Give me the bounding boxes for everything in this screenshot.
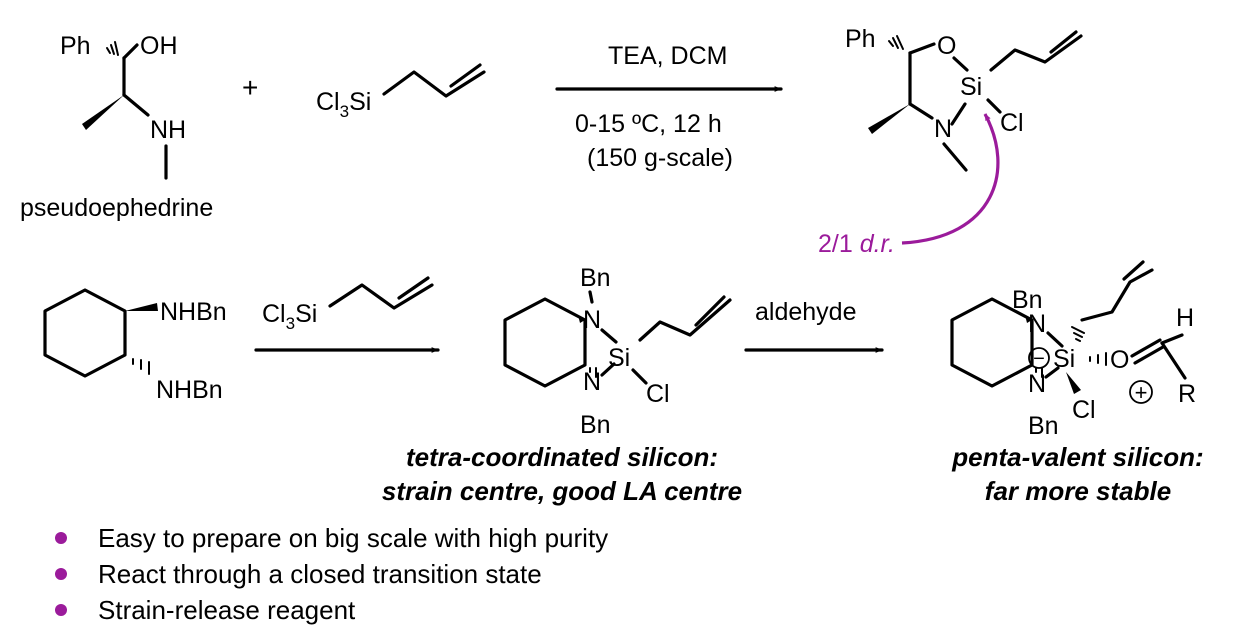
chlorine-label: Cl <box>1000 109 1024 137</box>
hydroxyl-label: OH <box>140 32 178 60</box>
chlorine-label: Cl <box>1072 396 1096 424</box>
r-group-label: R <box>1178 380 1196 408</box>
wedge-bond <box>82 95 124 130</box>
hash-wedge-bond <box>1035 367 1043 378</box>
nitrogen-top-label: N <box>583 306 601 334</box>
hash-wedge-bond <box>106 41 119 56</box>
nitrogen-top-label: N <box>1028 310 1046 338</box>
conditions-scale: (150 g-scale) <box>587 144 733 172</box>
list-item: Easy to prepare on big scale with high p… <box>52 520 608 556</box>
nitrogen-bottom-label: N <box>583 368 601 396</box>
diamine-structure: NHBn NHBn <box>43 288 227 404</box>
hash-wedge-bond <box>1071 326 1085 342</box>
allyltrichlorosilane-mid: Cl3Si <box>262 276 434 333</box>
list-item: React through a closed transition state <box>52 556 608 592</box>
trichlorosilyl-label: Cl3Si <box>316 88 371 121</box>
oxazasilolidine-product: Ph O Si N Cl <box>845 25 1083 172</box>
phenyl-label: Ph <box>60 32 91 60</box>
penta-caption-line-2: far more stable <box>985 476 1171 506</box>
plus-sign: + <box>242 72 258 103</box>
benzyl-top-label: Bn <box>580 264 611 292</box>
hash-wedge-bond <box>132 358 150 375</box>
bullet-dot-icon <box>55 532 67 544</box>
nhbn-top-label: NHBn <box>160 298 227 326</box>
penta-valent-silicon-structure: Bn N − Si O H R + <box>950 260 1196 440</box>
positive-charge-sign: + <box>1135 380 1148 405</box>
conditions-reagents: TEA, DCM <box>608 42 727 70</box>
oxygen-label: O <box>1110 346 1129 374</box>
benzyl-top-label: Bn <box>1012 286 1043 314</box>
pseudoephedrine-structure: Ph OH NH pseudoephedrine <box>20 32 213 222</box>
silicon-label: Si <box>1053 345 1075 373</box>
negative-charge-icon <box>1028 347 1050 369</box>
allyl-group <box>1071 260 1154 342</box>
penta-caption-line-1: penta-valent silicon: <box>951 442 1203 472</box>
advantages-list: Easy to prepare on big scale with high p… <box>52 520 608 628</box>
allyltrichlorosilane-top: Cl3Si <box>316 63 486 121</box>
bullet-dot-icon <box>55 604 67 616</box>
oxygen-label: O <box>937 32 956 60</box>
nhbn-bottom-label: NHBn <box>156 376 223 404</box>
condition-aldehyde: aldehyde <box>755 298 856 326</box>
hash-wedge-bond <box>888 35 904 50</box>
wedge-bond <box>868 104 910 134</box>
wedge-bond <box>125 303 158 311</box>
nitrogen-label: N <box>934 115 952 143</box>
nitrogen-bottom-label: N <box>1028 370 1046 398</box>
chlorine-label: Cl <box>646 380 670 408</box>
benzyl-bottom-label: Bn <box>580 411 611 439</box>
reaction-arrow-1: TEA, DCM 0-15 ºC, 12 h (150 g-scale) <box>555 42 783 172</box>
trichlorosilyl-label: Cl3Si <box>262 300 317 333</box>
wedge-bond <box>1066 372 1081 394</box>
wedge-bond <box>1025 315 1032 323</box>
list-item-text: Strain-release reagent <box>98 595 356 625</box>
pseudoephedrine-name: pseudoephedrine <box>20 194 213 222</box>
benzyl-bottom-label: Bn <box>1028 412 1059 440</box>
hash-wedge-bond <box>589 367 597 378</box>
hydrogen-label: H <box>1176 304 1194 332</box>
tetra-caption-line-2: strain centre, good LA centre <box>382 476 742 506</box>
silicon-label: Si <box>960 73 982 101</box>
positive-charge-icon <box>1129 380 1153 404</box>
list-item: Strain-release reagent <box>52 592 608 628</box>
hash-wedge-bond <box>1089 352 1107 366</box>
reaction-arrow-3: aldehyde <box>744 298 884 353</box>
tetra-coordinated-silicon-structure: Bn N Si N Cl Bn <box>503 264 732 439</box>
phenyl-label: Ph <box>845 25 876 53</box>
list-item-text: React through a closed transition state <box>98 559 542 589</box>
diastereomeric-ratio-label: 2/1 d.r. <box>818 230 895 258</box>
tetra-caption-line-1: tetra-coordinated silicon: <box>406 442 718 472</box>
amine-label: NH <box>150 116 186 144</box>
negative-charge-sign: − <box>1033 348 1045 370</box>
conditions-temperature-time: 0-15 ºC, 12 h <box>575 110 722 138</box>
bullet-dot-icon <box>55 568 67 580</box>
wedge-bond <box>578 315 585 323</box>
diastereomeric-ratio-annotation: 2/1 d.r. <box>818 113 1000 258</box>
list-item-text: Easy to prepare on big scale with high p… <box>98 523 609 553</box>
